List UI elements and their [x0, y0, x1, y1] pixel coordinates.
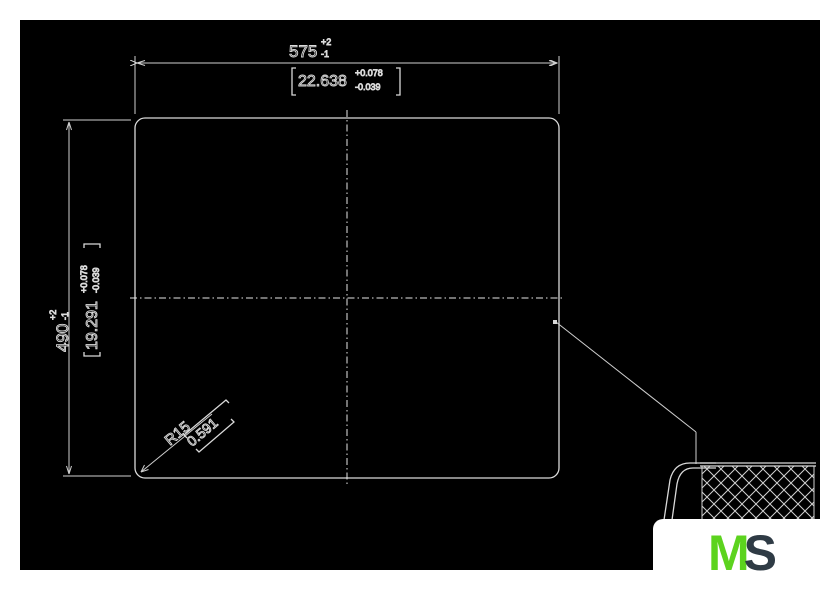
width-bracket-right	[396, 67, 401, 96]
ms-logo: MS	[653, 519, 840, 590]
radius-bracket-bottom	[195, 418, 235, 453]
width-value: 575	[289, 42, 317, 61]
logo-letter-m: M	[708, 525, 750, 581]
height-dimension: 490 +2 -1 19.291 +0.078 -0.039	[48, 119, 131, 477]
height-tol-upper: +2	[48, 310, 58, 320]
height-inch-tol-upper: +0.078	[79, 265, 89, 293]
width-inch-tol-lower: -0.039	[355, 82, 381, 92]
width-tol-lower: -1	[321, 49, 329, 59]
drawing-background	[20, 20, 820, 570]
width-inch-tol-upper: +0.078	[355, 68, 383, 78]
section-leader	[553, 320, 697, 464]
height-bracket-top	[83, 243, 101, 248]
logo-letter-s: S	[743, 525, 777, 581]
height-inch-value: 19.291	[84, 301, 101, 350]
width-bracket-left	[291, 67, 296, 96]
height-inch-tol-lower: -0.039	[91, 267, 101, 293]
width-dimension: 575 +2 -1 22.638 +0.078 -0.039	[135, 37, 560, 114]
height-bracket-bottom	[83, 352, 101, 357]
section-detail	[663, 462, 816, 521]
width-tol-upper: +2	[321, 37, 331, 47]
logo-wordmark: MS	[708, 525, 777, 581]
height-value: 490	[53, 324, 72, 352]
height-tol-lower: -1	[60, 312, 70, 320]
radius-bracket-top	[183, 399, 230, 439]
width-inch-value: 22.638	[298, 73, 347, 90]
